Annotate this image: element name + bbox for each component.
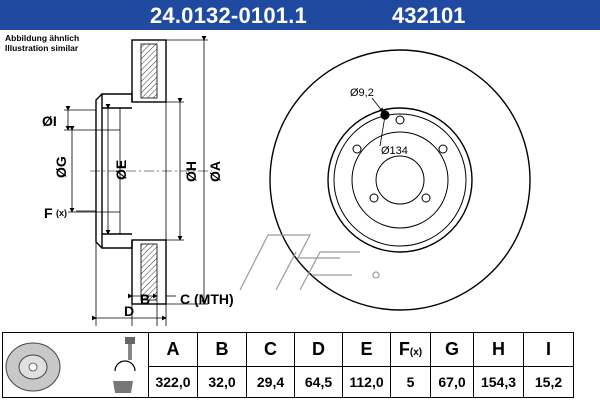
col-a: A bbox=[148, 332, 198, 367]
label-d: D bbox=[124, 303, 134, 319]
part-number: 24.0132-0101.1 bbox=[150, 3, 307, 28]
label-dia-g: ØG bbox=[53, 156, 69, 178]
disc-thumbnail-icon bbox=[5, 342, 61, 392]
value-e: 112,0 bbox=[342, 366, 391, 398]
col-f-letter: F bbox=[398, 339, 410, 359]
col-e: E bbox=[342, 332, 391, 367]
ate-number: 432101 bbox=[392, 3, 466, 28]
label-dia-e: ØE bbox=[113, 160, 129, 180]
product-thumbnail bbox=[2, 332, 148, 398]
ate-logo-watermark bbox=[239, 234, 380, 291]
label-dia-h: ØH bbox=[183, 161, 199, 182]
col-d: D bbox=[294, 332, 343, 367]
col-f: F(x) bbox=[390, 332, 431, 367]
header-bar: 24.0132-0101.1 432101 bbox=[0, 0, 600, 30]
spec-value-row: 322,0 32,0 29,4 64,5 112,0 5 67,0 154,3 … bbox=[148, 366, 574, 398]
label-dia-a: ØA bbox=[207, 161, 223, 182]
value-c: 29,4 bbox=[246, 366, 295, 398]
label-f: F bbox=[44, 205, 53, 221]
value-g: 67,0 bbox=[430, 366, 474, 398]
col-c: C bbox=[246, 332, 295, 367]
brake-disc-thumbnail bbox=[5, 337, 136, 393]
value-i: 15,2 bbox=[523, 366, 574, 398]
value-h: 154,3 bbox=[473, 366, 524, 398]
value-b: 32,0 bbox=[197, 366, 247, 398]
label-pcd: Ø134 bbox=[381, 145, 408, 157]
spec-table: A B C D E F(x) G H I 322,0 32,0 29,4 64,… bbox=[148, 332, 574, 398]
col-i: I bbox=[523, 332, 574, 367]
label-f-sub: (x) bbox=[56, 208, 67, 218]
label-c: C (MTH) bbox=[180, 291, 234, 307]
disc-cross-section bbox=[95, 39, 167, 305]
label-bolt-hole: Ø9,2 bbox=[350, 87, 374, 99]
col-h: H bbox=[473, 332, 524, 367]
note-english: Illustration similar bbox=[5, 43, 79, 53]
col-g: G bbox=[430, 332, 474, 367]
col-b: B bbox=[197, 332, 247, 367]
bolt-icon bbox=[125, 337, 135, 360]
value-f: 5 bbox=[390, 366, 431, 398]
col-f-sub: (x) bbox=[409, 347, 423, 358]
front-dimension-lines bbox=[371, 97, 386, 147]
technical-drawing: ØI ØG ØE ØH ØA F (x) B C (MTH) D Ø9,2 Ø1… bbox=[42, 36, 531, 326]
dimension-lines bbox=[64, 36, 208, 326]
spec-header-row: A B C D E F(x) G H I bbox=[148, 332, 574, 367]
note-german: Abbildung ähnlich bbox=[5, 33, 80, 43]
label-b: B bbox=[140, 291, 150, 307]
label-dia-i: ØI bbox=[42, 113, 57, 129]
value-a: 322,0 bbox=[148, 366, 198, 398]
torque-wrench-icon bbox=[113, 360, 136, 393]
value-d: 64,5 bbox=[294, 366, 343, 398]
specification-panel: A B C D E F(x) G H I 322,0 32,0 29,4 64,… bbox=[0, 330, 600, 400]
disc-front-view bbox=[269, 49, 531, 311]
